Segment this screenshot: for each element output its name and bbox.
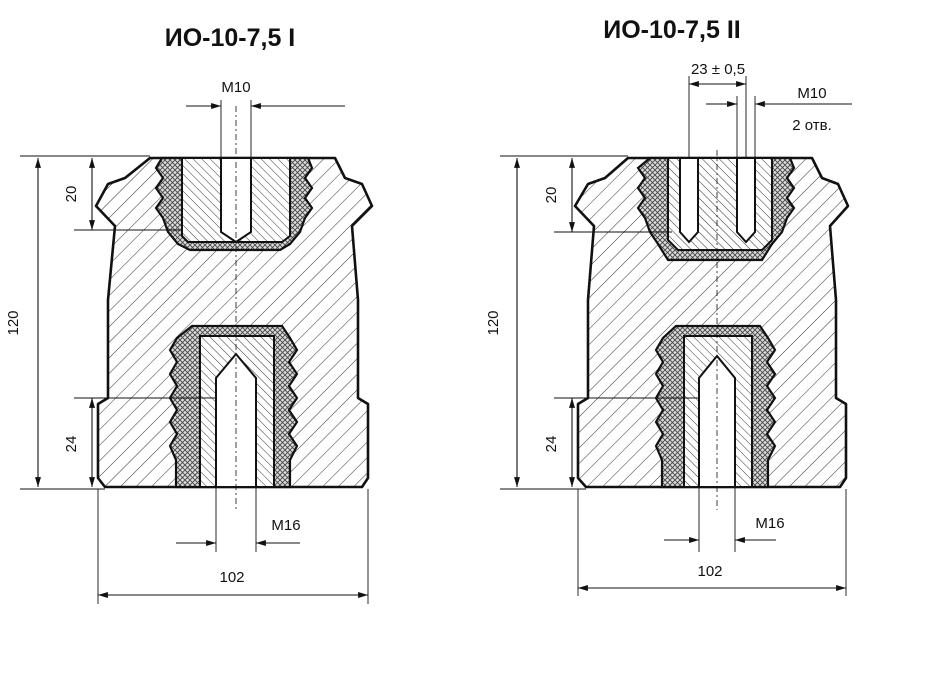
top-thread-label-right: М10 — [797, 85, 826, 102]
top-hole-right-2 — [736, 157, 756, 244]
width-label-right: 102 — [697, 563, 722, 580]
top-depth-label-left: 20 — [63, 186, 80, 203]
bottom-hole-left — [215, 352, 257, 488]
top-hole-right-1 — [679, 157, 699, 244]
title-right: ИО-10-7,5 II — [603, 16, 740, 44]
width-label-left: 102 — [219, 569, 244, 586]
insulator-right: ИО-10-7,5 II 120 20 24 23 ± 0,5 — [485, 16, 852, 596]
top-thread-label-left: М10 — [221, 79, 250, 96]
spacing-label-right: 23 ± 0,5 — [691, 61, 745, 78]
bottom-depth-label-right: 24 — [543, 436, 560, 453]
bottom-thread-label-right: М16 — [755, 515, 784, 532]
height-label-left: 120 — [5, 310, 22, 335]
insulator-left: ИО-10-7,5 I 120 20 24 М10 — [5, 24, 374, 604]
insulator-body-right — [573, 156, 850, 489]
holes-label-right: 2 отв. — [792, 117, 832, 134]
insulator-body-left — [94, 156, 374, 489]
title-left: ИО-10-7,5 I — [165, 24, 296, 52]
bottom-thread-label-left: М16 — [271, 517, 300, 534]
top-depth-label-right: 20 — [543, 187, 560, 204]
bottom-depth-label-left: 24 — [63, 436, 80, 453]
height-label-right: 120 — [485, 310, 502, 335]
